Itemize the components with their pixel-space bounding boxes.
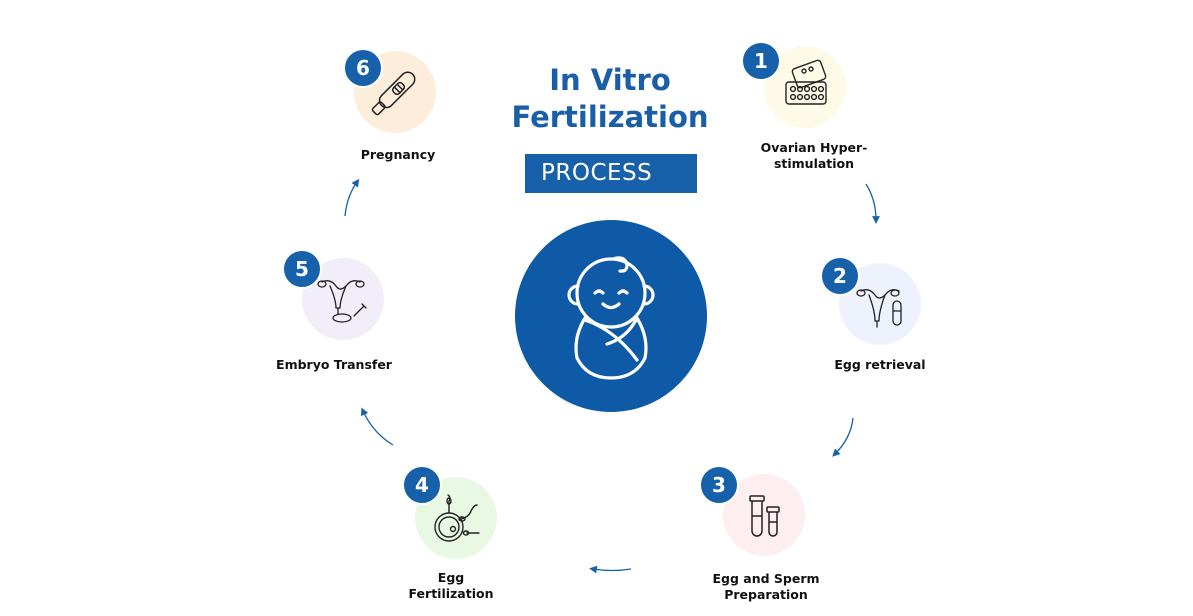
- arrow-1-to-2: [865, 183, 880, 224]
- title-line-2: Fertilization: [511, 100, 709, 134]
- arrow-4-to-5: [361, 407, 394, 446]
- step-4-label: Egg Fertilization: [408, 570, 494, 601]
- uterus-test-tube-icon: [856, 289, 902, 328]
- process-badge: PROCESS: [525, 154, 697, 193]
- arrow-5-to-6: [344, 178, 360, 217]
- step-1-label: Ovarian Hyper- stimulation: [760, 140, 868, 171]
- arrow-3-to-4: [589, 565, 632, 574]
- pregnancy-test-icon: [371, 71, 416, 116]
- arrow-2-to-3: [832, 417, 854, 457]
- step-5-number: 5: [282, 249, 322, 289]
- step-4-number: 4: [402, 465, 442, 505]
- swaddled-baby-icon: [567, 256, 655, 380]
- step-3-number: 3: [699, 465, 739, 505]
- step-2-label: Egg retrieval: [834, 357, 926, 372]
- step-3-label: Egg and Sperm Preparation: [712, 571, 820, 602]
- step-6-number: 6: [343, 48, 383, 88]
- step-6-label: Pregnancy: [360, 147, 436, 162]
- step-2-number: 2: [820, 256, 860, 296]
- title-line-1: In Vitro: [549, 63, 671, 97]
- step-1-number: 1: [741, 41, 781, 81]
- center-circle: [515, 220, 707, 412]
- pill-blister-icon: [785, 59, 827, 105]
- diagram-title: In Vitro Fertilization: [480, 62, 740, 136]
- step-5-label: Embryo Transfer: [276, 357, 392, 372]
- test-tubes-icon: [749, 495, 780, 537]
- egg-sperm-icon: [434, 494, 480, 542]
- uterus-petri-dish-icon: [317, 280, 367, 323]
